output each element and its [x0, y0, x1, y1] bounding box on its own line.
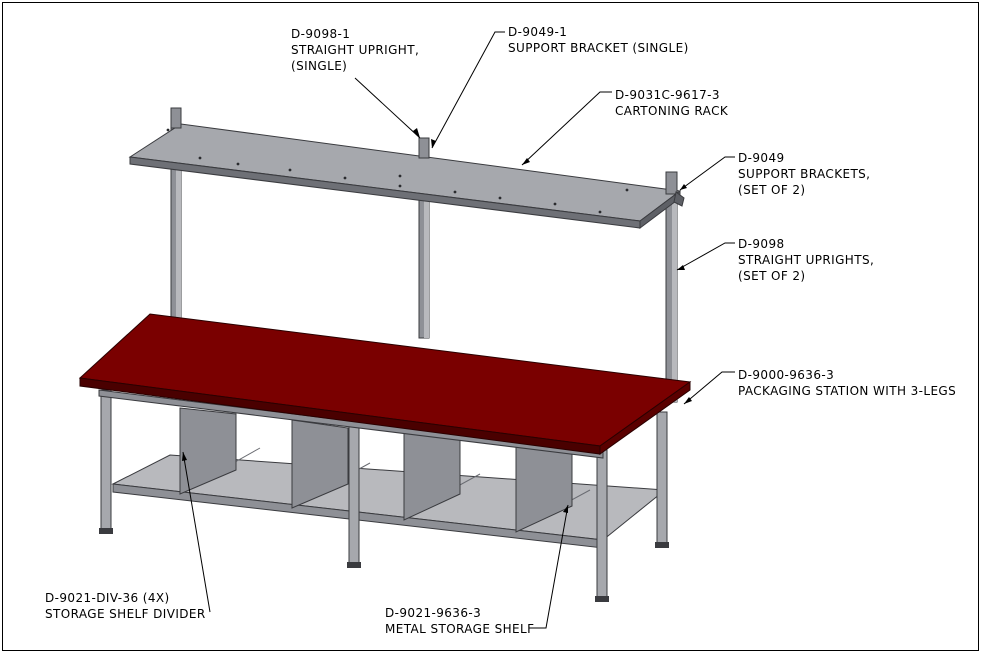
cartoning-rack: [128, 123, 682, 229]
part-number: D-9021-9636-3: [385, 606, 482, 620]
leader-lines: [182, 31, 735, 629]
support-bracket-right: [673, 191, 685, 207]
upright-top-center: [418, 137, 430, 159]
part-description: METAL STORAGE SHELF: [385, 622, 535, 636]
part-number: D-9049-1: [508, 25, 568, 39]
part-description: STRAIGHT UPRIGHTS,: [738, 253, 875, 267]
part-number: D-9098: [738, 237, 785, 251]
part-number: D-9049: [738, 151, 785, 165]
part-description: SUPPORT BRACKET (SINGLE): [508, 41, 689, 55]
part-description: (SET OF 2): [738, 183, 806, 197]
part-description: STRAIGHT UPRIGHT,: [291, 43, 420, 57]
callout-support-brackets-set: D-9049 SUPPORT BRACKETS, (SET OF 2): [738, 150, 870, 198]
callout-packaging-station: D-9000-9636-3 PACKAGING STATION WITH 3-L…: [738, 367, 956, 399]
part-description: SUPPORT BRACKETS,: [738, 167, 871, 181]
callout-straight-upright-single: D-9098-1 STRAIGHT UPRIGHT, (SINGLE): [291, 26, 419, 74]
part-description: PACKAGING STATION WITH 3-LEGS: [738, 384, 957, 398]
part-number: D-9098-1: [291, 27, 351, 41]
part-number: D-9000-9636-3: [738, 368, 835, 382]
packaging-station-worktop: [78, 313, 692, 455]
upright-top-right: [665, 171, 678, 195]
part-description: CARTONING RACK: [615, 104, 729, 118]
station-legs: [99, 389, 669, 602]
part-number: D-9021-DIV-36 (4X): [45, 591, 170, 605]
callout-support-bracket-single: D-9049-1 SUPPORT BRACKET (SINGLE): [508, 24, 689, 56]
callout-straight-uprights-set: D-9098 STRAIGHT UPRIGHTS, (SET OF 2): [738, 236, 874, 284]
leader-arrowheads: [182, 128, 692, 513]
part-description: (SET OF 2): [738, 269, 806, 283]
part-description: (SINGLE): [291, 59, 348, 73]
part-number: D-9031C-9617-3: [615, 88, 720, 102]
callout-cartoning-rack: D-9031C-9617-3 CARTONING RACK: [615, 87, 728, 119]
callout-storage-shelf-divider: D-9021-DIV-36 (4X) STORAGE SHELF DIVIDER: [45, 590, 206, 622]
storage-shelf-divider: [179, 407, 573, 533]
part-description: STORAGE SHELF DIVIDER: [45, 607, 206, 621]
callout-metal-storage-shelf: D-9021-9636-3 METAL STORAGE SHELF: [385, 605, 534, 637]
upright-top-left: [170, 107, 182, 129]
